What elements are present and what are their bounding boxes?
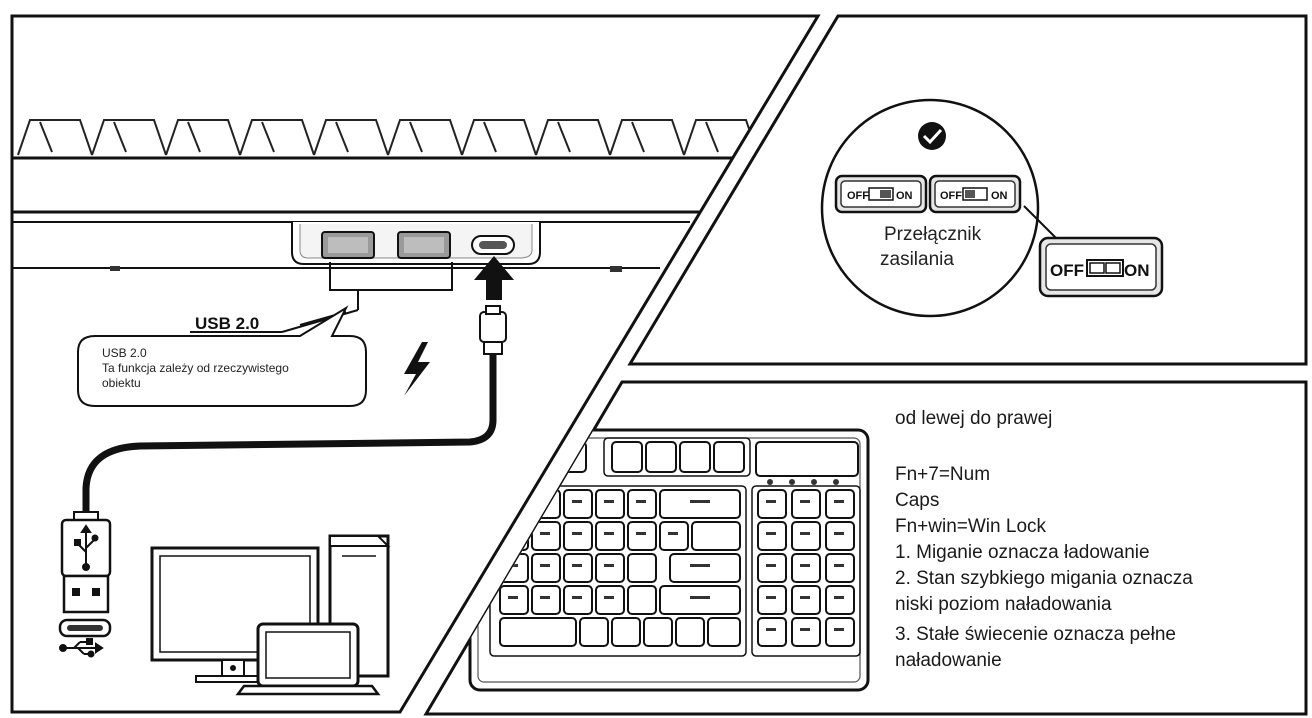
charging-cable xyxy=(82,354,497,512)
switch-on-state: OFF ON xyxy=(834,174,928,214)
usb-symbol-icon xyxy=(74,524,99,571)
usb-label-leader xyxy=(281,309,359,333)
power-switch-label-line1: Przełącznik xyxy=(884,224,982,245)
usb-c-plug xyxy=(479,311,507,343)
svg-text:ON: ON xyxy=(896,190,913,202)
charging-bolt-icon xyxy=(404,342,430,396)
indicator-item: naładowanie xyxy=(895,650,1002,671)
usb-bracket xyxy=(329,262,453,291)
svg-text:ON: ON xyxy=(991,190,1008,202)
svg-text:OFF: OFF xyxy=(847,190,869,202)
desktop-computer xyxy=(150,534,391,696)
check-icon xyxy=(918,122,946,150)
power-switch-closeup: OFF ON xyxy=(1038,236,1164,298)
indicator-item: 3. Stałe świecenie oznacza pełne xyxy=(895,624,1176,645)
indicator-item: Fn+7=Num xyxy=(895,464,991,485)
svg-text:ON: ON xyxy=(1124,261,1150,280)
usb-title: USB 2.0 xyxy=(195,314,260,333)
indicator-item: 1. Miganie oznacza ładowanie xyxy=(895,542,1150,563)
usb-note-bubble xyxy=(77,305,367,407)
insert-arrow xyxy=(474,256,514,300)
usb-logo-icon xyxy=(59,638,104,658)
power-switch-label-line2: zasilania xyxy=(880,249,954,270)
indicator-item: Fn+win=Win Lock xyxy=(895,516,1047,537)
usb-note-line1: USB 2.0 xyxy=(102,346,147,360)
switch-off-state: OFF ON xyxy=(928,174,1022,214)
indicator-item: niski poziom naładowania xyxy=(895,594,1112,615)
usb-note-line2: Ta funkcja zależy od rzeczywistego xyxy=(102,361,289,375)
indicator-item: 2. Stan szybkiego migania oznacza xyxy=(895,568,1193,589)
usb-note-line3: obiektu xyxy=(102,376,141,390)
indicator-item: Caps xyxy=(895,490,940,511)
svg-text:OFF: OFF xyxy=(940,190,962,202)
indicator-intro: od lewej do prawej xyxy=(895,408,1053,429)
svg-text:OFF: OFF xyxy=(1050,261,1084,280)
